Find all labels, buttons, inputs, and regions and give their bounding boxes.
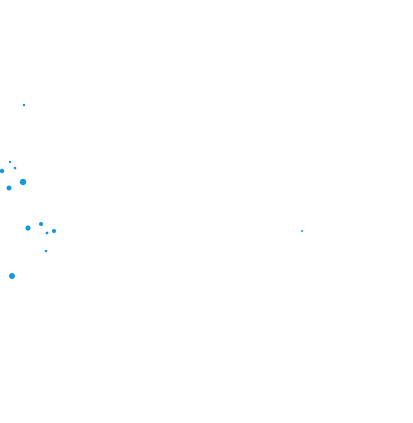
speckle-3 xyxy=(13,166,17,170)
speckle-12 xyxy=(9,273,15,279)
speckle-11 xyxy=(44,249,48,253)
speckle-5 xyxy=(19,178,27,186)
speckle-9 xyxy=(45,231,49,235)
speckle-10 xyxy=(52,229,56,233)
speckle-7 xyxy=(25,225,31,231)
speckle-2 xyxy=(8,160,12,164)
speckle-13 xyxy=(301,230,303,232)
speckle-6 xyxy=(6,185,12,191)
speckle-8 xyxy=(39,222,43,226)
speckle-4 xyxy=(0,168,5,174)
speckle-1 xyxy=(22,103,26,107)
